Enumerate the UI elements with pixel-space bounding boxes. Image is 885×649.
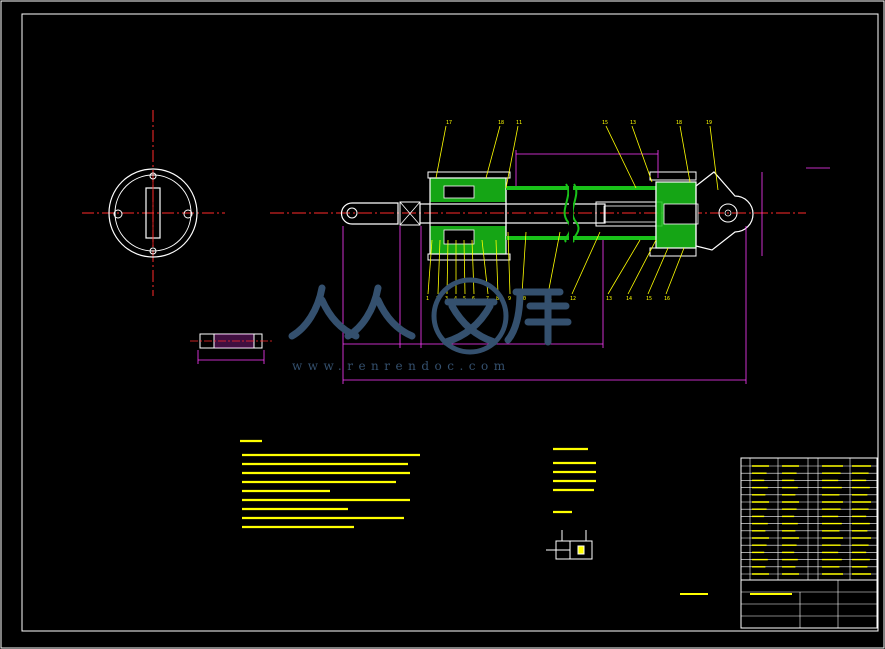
tie-rod-bottom <box>427 253 511 261</box>
balloon-top-2: 11 <box>516 120 522 126</box>
sheet-inner-border <box>21 13 879 632</box>
part-balloons-bottom <box>427 231 685 295</box>
rear-clevis <box>695 171 754 251</box>
part-balloons-top <box>435 125 719 191</box>
rod-end-eye <box>340 202 399 225</box>
balloon-bottom-15: 16 <box>664 296 670 302</box>
watermark: www.renrendoc.com <box>288 277 572 373</box>
renrendoc-logo <box>288 277 572 355</box>
balloon-bottom-7: 8 <box>496 296 499 302</box>
balloon-top-1: 18 <box>498 120 504 126</box>
balloon-bottom-12: 13 <box>606 296 612 302</box>
title-block <box>740 457 878 629</box>
rear-clevis-hole-inner <box>724 209 732 217</box>
balloon-top-3: 15 <box>602 120 608 126</box>
end-view-bolt-bottom <box>149 247 157 255</box>
balloon-bottom-13: 14 <box>626 296 632 302</box>
front-gland <box>429 177 507 255</box>
end-view-outer-circle <box>108 168 198 258</box>
rod-end-nut-x2 <box>399 201 421 226</box>
piston-bore-inner <box>603 205 657 223</box>
parts-list-grid <box>741 458 877 580</box>
piston-rod <box>419 203 606 224</box>
end-view <box>82 110 225 296</box>
balloon-top-0: 17 <box>446 120 452 126</box>
end-view-bolt-left <box>113 209 123 219</box>
rear-cap <box>649 171 699 257</box>
balloon-bottom-0: 1 <box>426 296 429 302</box>
end-view-bolt-top <box>149 172 157 180</box>
parameters-block <box>553 447 596 514</box>
balloon-top-6: 19 <box>706 120 712 126</box>
part-balloon-labels-top: 17 18 11 15 13 18 19 <box>446 120 712 126</box>
tie-rod-top <box>427 171 511 179</box>
hydraulic-symbol <box>546 530 593 560</box>
rod-end-hole <box>346 207 358 219</box>
balloon-top-4: 13 <box>630 120 636 126</box>
rear-clevis-hole <box>718 203 738 223</box>
technical-requirements-block <box>240 439 420 529</box>
detail-part <box>190 333 272 364</box>
cylinder-barrel <box>505 183 657 243</box>
parts-list-text <box>752 465 871 575</box>
overall-dimensions <box>342 167 830 384</box>
balloon-bottom-11: 12 <box>570 296 576 302</box>
end-view-inner-circle <box>114 174 192 252</box>
watermark-url: www.renrendoc.com <box>292 359 511 373</box>
stroke-dimension <box>515 150 659 186</box>
balloon-top-5: 18 <box>676 120 682 126</box>
end-view-bolt-right <box>183 209 193 219</box>
balloon-bottom-14: 15 <box>646 296 652 302</box>
balloon-bottom-8: 9 <box>508 296 511 302</box>
